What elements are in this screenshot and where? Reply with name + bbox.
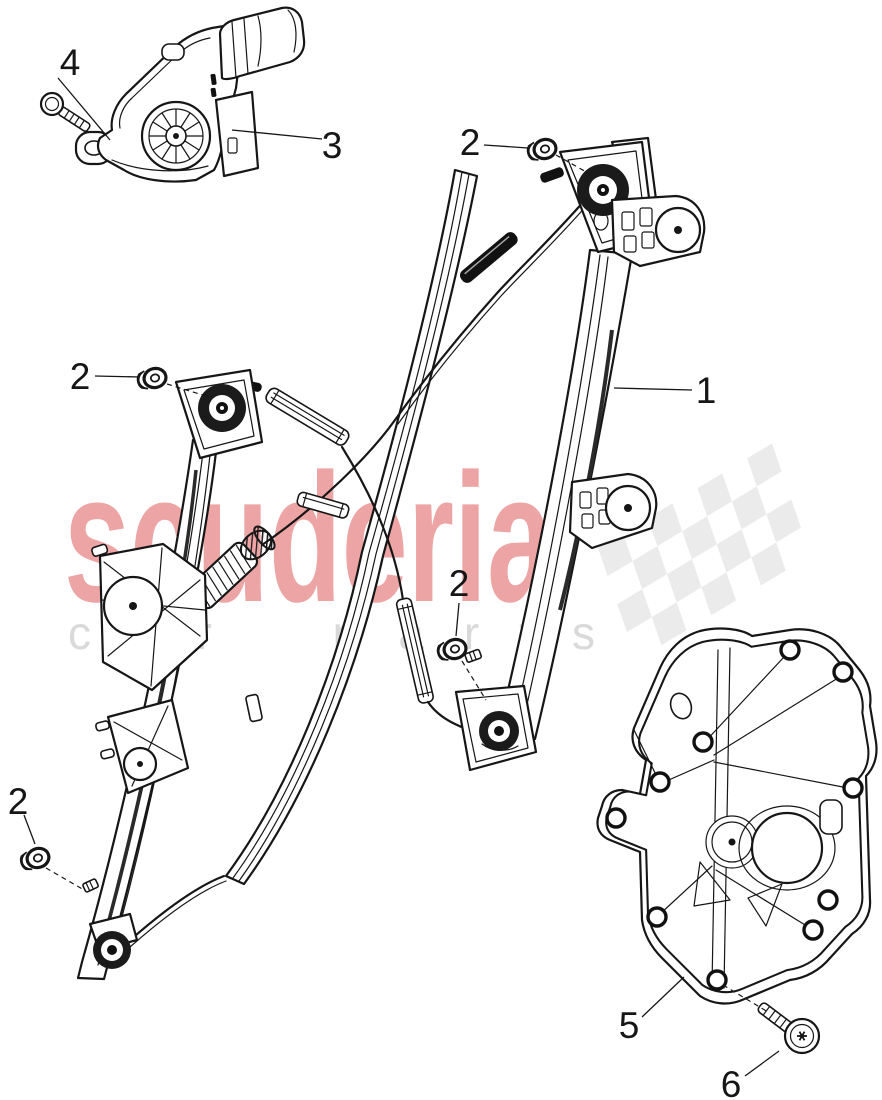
drive-cable-upper: [260, 190, 596, 547]
motor-gear-rotor: [140, 100, 212, 172]
left-rail-top-bracket: [174, 368, 264, 460]
part-2-grommet: [524, 135, 560, 165]
callout-label-1: 1: [696, 370, 717, 411]
callout-label-2-middle: 2: [449, 563, 470, 604]
callout-label-2-left: 2: [70, 356, 91, 397]
part-1-window-regulator: [76, 136, 706, 981]
part-4-screw: [39, 91, 91, 132]
torx-icon: [797, 1031, 807, 1041]
mounting-stud: [464, 648, 483, 663]
callout-label-5: 5: [619, 1005, 640, 1046]
callout-leader-lines: [23, 77, 780, 1077]
left-rail-bottom-pulley: [82, 878, 139, 969]
part-5-mounting-plate: [596, 627, 878, 1005]
callout-label-2-top: 2: [460, 122, 481, 163]
lift-arm-plate: [91, 542, 209, 692]
mounting-stud: [82, 878, 99, 893]
scuderia-watermark: scuderia car parts: [64, 435, 801, 659]
part-6-screw: [757, 1002, 821, 1055]
part-2-grommet: [134, 364, 170, 393]
callout-label-4: 4: [60, 42, 81, 83]
left-rail-mid-bracket: [95, 698, 190, 795]
checkered-flag-icon: [598, 443, 801, 646]
plate-bolt-holes: [605, 639, 864, 991]
cable-guide-band: [224, 168, 479, 886]
motor-body: [218, 6, 306, 81]
callout-label-6: 6: [721, 1064, 742, 1100]
right-rail-upper-slider: [610, 194, 706, 268]
right-guide-rail: [498, 248, 634, 741]
callout-label-3: 3: [322, 125, 343, 166]
part-3-window-motor: [74, 6, 306, 183]
callout-label-2-bottom: 2: [8, 781, 29, 822]
right-rail-mid-slider: [568, 472, 658, 550]
right-rail-bottom-bracket: [454, 648, 538, 772]
drive-cable-lower: [126, 380, 482, 948]
cable-end-fitting: [239, 525, 276, 561]
